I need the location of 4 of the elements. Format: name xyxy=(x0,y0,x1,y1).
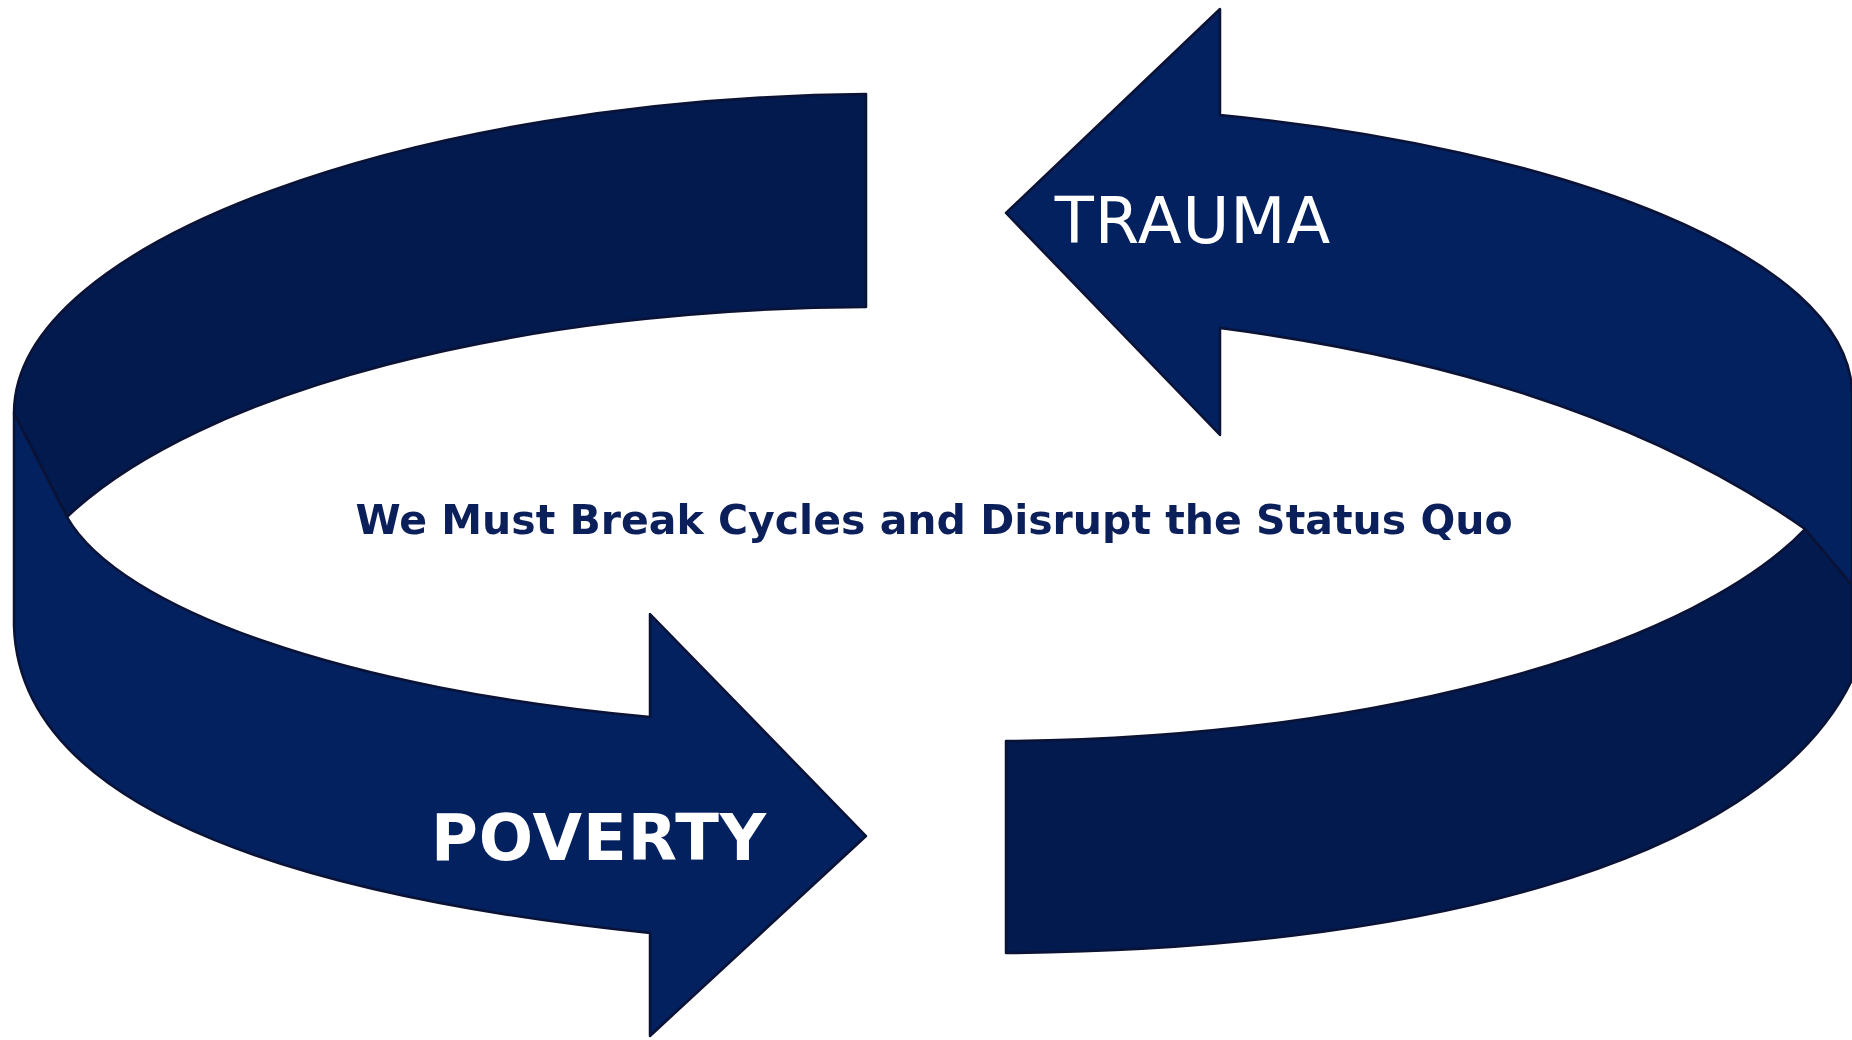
arrow-label: POVERTY xyxy=(430,801,768,875)
curved-arrow xyxy=(12,92,868,1038)
center-statement: We Must Break Cycles and Disrupt the Status Quo xyxy=(355,496,1513,544)
arrow-label: TRAUMA xyxy=(1054,184,1332,258)
